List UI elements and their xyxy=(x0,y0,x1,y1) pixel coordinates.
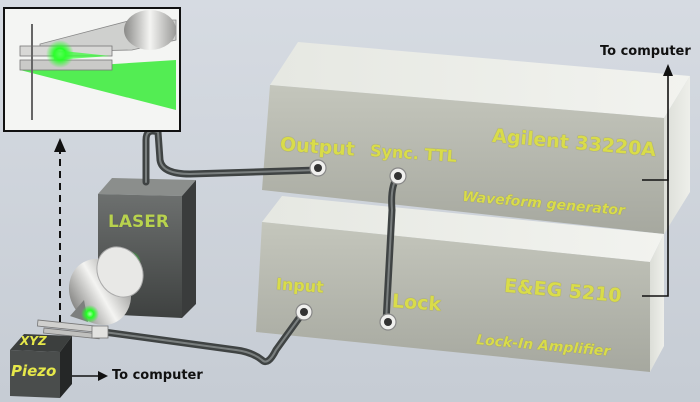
lock-label: Lock xyxy=(391,290,442,316)
lock-in-amplifier-side-face xyxy=(650,234,664,372)
input-connector xyxy=(295,303,313,321)
probe-tip xyxy=(36,319,109,340)
waveform-generator-box xyxy=(262,42,690,234)
lock-connector xyxy=(379,313,397,331)
to-computer-top-label: To computer xyxy=(600,44,691,59)
piezo-stage xyxy=(10,334,72,398)
laser-label: LASER xyxy=(108,212,169,232)
computer-connection-bracket xyxy=(642,64,673,297)
piezo-front-label: Piezo xyxy=(11,362,57,380)
waveform-generator-front-face xyxy=(262,85,664,234)
to-computer-piezo-label: To computer xyxy=(112,368,203,383)
sync-ttl-connector xyxy=(389,167,407,185)
zoom-dashed-arrow xyxy=(54,138,66,322)
piezo-xyz-label: XYZ xyxy=(20,334,47,348)
waveform-generator-side-face xyxy=(664,76,690,234)
piezo-to-computer-arrow xyxy=(72,371,108,381)
lock-in-amplifier-top-face xyxy=(262,196,664,262)
input-label: Input xyxy=(275,274,325,297)
output-connector xyxy=(309,159,327,177)
lock-in-amplifier-front-face xyxy=(256,222,650,372)
waveform-generator-top-face xyxy=(270,42,690,118)
lock-in-amplifier-box xyxy=(256,196,664,372)
inset-zoom-box xyxy=(3,7,181,132)
objective-lens xyxy=(68,246,144,326)
